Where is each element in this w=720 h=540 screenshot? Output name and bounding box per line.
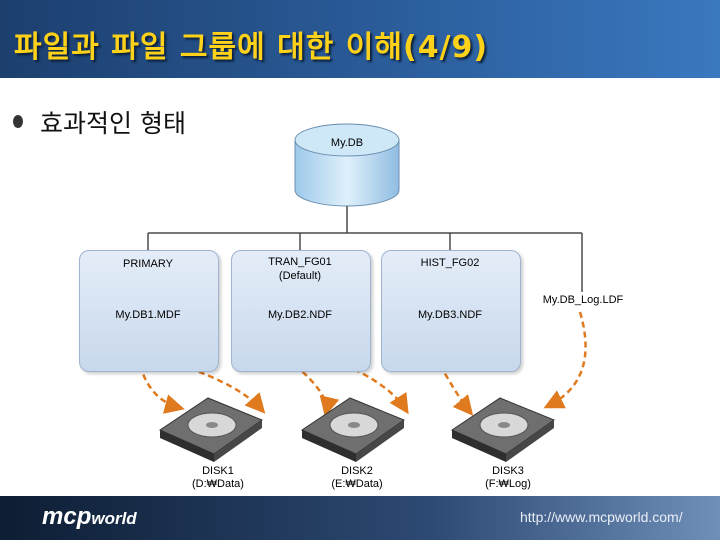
disk-label-1: DISK1 (D:₩Data) (178, 465, 258, 491)
filegroup-tran (231, 250, 371, 372)
data-file-name-primary: My.DB1.MDF (115, 309, 181, 321)
filegroup-name-primary: PRIMARY (123, 258, 173, 270)
disk-path-3: (F:₩Log) (485, 478, 531, 490)
footer-url[interactable]: http://www.mcpworld.com/ (520, 509, 683, 525)
filegroup-primary (79, 250, 219, 372)
hard-disk-icon-2 (300, 397, 406, 462)
connector-lines (147, 206, 583, 292)
disk-name-3: DISK3 (492, 465, 524, 477)
filegroup-hist (381, 250, 521, 372)
data-file-name-tran: My.DB2.NDF (268, 309, 332, 321)
log-file-name: My.DB_Log.LDF (542, 294, 624, 306)
filegroup-name-tran: TRAN_FG01 (268, 256, 332, 268)
disk-label-3: DISK3 (F:₩Log) (468, 465, 548, 491)
disk-path-1: (D:₩Data) (192, 478, 244, 490)
disk-path-2: (E:₩Data) (331, 478, 383, 490)
disk-name-1: DISK1 (202, 465, 234, 477)
disk-name-2: DISK2 (341, 465, 373, 477)
title-bar (0, 0, 720, 78)
disk-label-2: DISK2 (E:₩Data) (317, 465, 397, 491)
footer-bar (0, 496, 720, 540)
database-cylinder (294, 123, 400, 207)
bullet-marker (13, 115, 23, 128)
data-file-name-hist: My.DB3.NDF (418, 309, 482, 321)
filegroup-default-label: (Default) (278, 270, 322, 282)
mcpworld-logo: mcpworld (42, 503, 137, 530)
bullet-text: 효과적인 형태 (40, 109, 186, 138)
page-title: 파일과 파일 그룹에 대한 이해(4/9) (14, 30, 489, 65)
filegroup-name-hist: HIST_FG02 (420, 257, 480, 269)
hard-disk-icon-3 (450, 397, 556, 462)
database-label: My.DB (330, 137, 364, 149)
hard-disk-icon-1 (158, 397, 264, 462)
